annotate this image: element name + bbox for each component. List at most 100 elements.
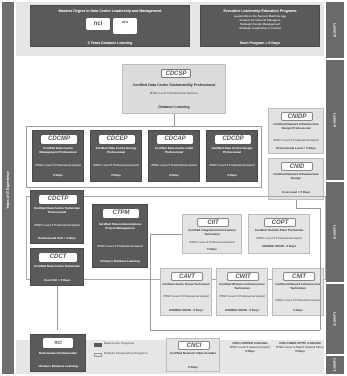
cdcdp-badge: CDCDP bbox=[215, 135, 251, 144]
exec-item: Strategic People Management bbox=[239, 22, 281, 26]
connector-line bbox=[320, 208, 321, 330]
ctpm-title: Certified Telecommunications Project Man… bbox=[98, 222, 142, 230]
cdcdp-sub: BTEC Level 5 Professional Award bbox=[209, 163, 255, 167]
fibre-title: CNCI FIBRE OPTIC CABLING bbox=[279, 341, 321, 345]
aru-logo: aru bbox=[113, 18, 137, 34]
fibre-footer: 3 Days bbox=[295, 348, 305, 353]
connector-line bbox=[57, 286, 58, 330]
exec-item: Finance for General Managers bbox=[239, 18, 281, 23]
cnid-badge: CNID bbox=[281, 162, 313, 171]
copt-footer: COMING SOON - 5 Days bbox=[261, 244, 297, 249]
level-2-band: Level 2 bbox=[326, 284, 344, 354]
cdcep-sub: BTEC Level 5 Professional Award bbox=[93, 163, 139, 167]
cnit-badge: CNIT bbox=[283, 272, 315, 281]
cnit-footer: 5 Days bbox=[293, 308, 303, 313]
cnidp-sub: BTEC Level 5 Professional Award bbox=[273, 138, 319, 142]
cdct-badge: CDCT bbox=[39, 253, 77, 262]
level-5-band: Level 5 bbox=[326, 2, 344, 58]
cwit-sub: BTEC Level 3 Professional Award bbox=[219, 294, 265, 298]
level-4-band: Level 4 bbox=[326, 60, 344, 180]
cdcep-footer: 3 Days bbox=[111, 173, 121, 178]
cavt-sub: BTEC Level 3 Professional Award bbox=[163, 294, 209, 298]
cdcsp-title: Certified Data Centre Sustainability Pro… bbox=[132, 83, 216, 87]
ctpm-footer: 10 Hours Distance Learning bbox=[100, 259, 140, 264]
cdct-footer: Core Unit = 5 Days bbox=[43, 278, 71, 283]
masters-degree-box: Masters Degree in Data Centre Leadership… bbox=[30, 5, 190, 47]
cnidp-title: Certified Network Infrastructure Design … bbox=[273, 122, 319, 130]
cwit-footer: COMING SOON - 5 Days bbox=[224, 308, 260, 313]
masters-footer: 3 Years Distance Learning bbox=[87, 40, 133, 45]
cdcmp-footer: 5 Days bbox=[53, 173, 63, 178]
cdctp-badge: CDCTP bbox=[39, 195, 77, 204]
cwit-box: CWIT Certified Wireless Infrastructure T… bbox=[216, 268, 268, 316]
cnid-footer: Core Level = 5 Days bbox=[281, 190, 311, 195]
ctpm-badge: CTPM bbox=[103, 209, 139, 218]
connector-line bbox=[150, 234, 151, 330]
exec-item: Strategic Leadership in Context bbox=[239, 25, 281, 30]
cdcmp-box: CDCMP Certified Data Centre Management P… bbox=[32, 130, 84, 182]
ciit-box: CIIT Certified Integrated Infrastructure… bbox=[182, 214, 242, 254]
connector-line bbox=[150, 330, 320, 331]
masters-title: Masters Degree in Data Centre Leadership… bbox=[58, 9, 162, 13]
cavt-badge: CAVT bbox=[171, 272, 203, 281]
cdcdp-footer: 3 Days bbox=[227, 173, 237, 178]
connector-line bbox=[150, 234, 182, 235]
cnci-badge: CNCI bbox=[178, 341, 210, 350]
cdcap-box: CDCAP Certified Data Centre Audit Profes… bbox=[148, 130, 200, 182]
cavt-footer: COMING SOON - 5 Days bbox=[168, 308, 204, 313]
cdctp-box: CDCTP Certified Data Centre Technician P… bbox=[30, 190, 84, 244]
cdcep-title: Certified Data Centre Energy Professiona… bbox=[95, 146, 137, 154]
ctpm-box: CTPM Certified Telecommunications Projec… bbox=[92, 204, 148, 268]
cdcsp-box: CDCSP Certified Data Centre Sustainabili… bbox=[122, 64, 226, 114]
cdcdp-box: CDCDP Certified Data Centre Design Profe… bbox=[206, 130, 258, 182]
cnci-copper: CNCI COPPER CABLING BTEC Level 3 Award (… bbox=[226, 341, 274, 368]
legend-label-data-centre: Data Centre Programs bbox=[104, 341, 135, 345]
nci-logo: nci bbox=[43, 338, 73, 348]
cdcsp-badge: CDCSP bbox=[161, 69, 191, 78]
cnci-title: Certified Network Cable Installer bbox=[169, 351, 217, 355]
cwit-badge: CWIT bbox=[227, 272, 259, 281]
cnidp-box: CNIDP Certified Network Infrastructure D… bbox=[268, 108, 324, 154]
cdcsp-sub: BTEC Level 5 Professional Diploma bbox=[150, 91, 198, 95]
experience-side-label: Years of IT Experience bbox=[6, 171, 10, 209]
fibre-sub: BTEC Level 3 Award (Optical Fibre) bbox=[276, 344, 324, 349]
ciit-sub: BTEC Level 3 Professional Award bbox=[189, 240, 235, 244]
cdcmp-badge: CDCMP bbox=[41, 135, 77, 144]
cdcap-footer: 3 Days bbox=[169, 173, 179, 178]
cdcap-title: Certified Data Centre Audit Professional bbox=[154, 146, 194, 154]
legend-label-network: Network Infrastructure Programs bbox=[104, 351, 148, 355]
cnit-box: CNIT Certified Network Infrastructure Te… bbox=[272, 268, 324, 316]
copper-title: CNCI COPPER CABLING bbox=[232, 341, 268, 345]
legend-swatch-data-centre bbox=[94, 343, 102, 347]
cavt-title: Certified Audio Visual Technician bbox=[162, 282, 210, 286]
cdct-box: CDCT Certified Data Centre Technician Co… bbox=[30, 248, 84, 286]
experience-side-band bbox=[2, 2, 14, 374]
copt-sub: BTEC Level 3 Professional Award bbox=[256, 236, 302, 240]
ctpm-sub: BTEC Level 4 Professional Award bbox=[97, 244, 143, 248]
legend-swatch-network bbox=[94, 353, 102, 357]
cdcep-badge: CDCEP bbox=[99, 135, 135, 144]
executive-leadership-box: Executive Leadership Education Programs … bbox=[200, 5, 320, 47]
cdcmp-title: Certified Data Centre Management Profess… bbox=[39, 146, 77, 154]
copt-box: COPT Certified Outside Plant Technician … bbox=[248, 214, 310, 254]
cdctp-title: Certified Data Centre Technician Profess… bbox=[33, 206, 81, 214]
nci-logo: nci bbox=[86, 18, 110, 30]
copper-footer: 3 Days bbox=[245, 348, 255, 353]
cdcmp-sub: BTEC Level 5 Professional Award bbox=[35, 163, 81, 167]
cdctp-sub: BTEC Level 3 Professional Award bbox=[34, 223, 80, 227]
cnci-box: CNCI Certified Network Cable Installer 5… bbox=[166, 338, 220, 372]
cdcdp-title: Certified Data Centre Design Professiona… bbox=[211, 146, 253, 154]
exec-footer: Each Program = 5 Days bbox=[239, 40, 281, 45]
connector-line bbox=[296, 200, 297, 208]
legend: Data Centre Programs Network Infrastruct… bbox=[94, 340, 160, 366]
ciit-title: Certified Integrated Infrastructure Tech… bbox=[188, 228, 236, 236]
exec-title: Executive Leadership Education Programs bbox=[223, 9, 297, 13]
cnci-footer: 5 Days bbox=[188, 365, 198, 370]
cnit-sub: BTEC Level 3 Professional Award bbox=[275, 298, 321, 302]
cnidp-footer: Professional Level = 5 Days bbox=[276, 146, 316, 151]
cdcsp-footer: Distance Learning bbox=[158, 104, 190, 109]
cnid-title: Certified Network Infrastructure Design bbox=[273, 172, 319, 180]
cdcep-box: CDCEP Certified Data Centre Energy Profe… bbox=[90, 130, 142, 182]
cdct-title: Certified Data Centre Technician bbox=[33, 264, 81, 268]
cnid-box: CNID Certified Network Infrastructure De… bbox=[268, 158, 324, 200]
